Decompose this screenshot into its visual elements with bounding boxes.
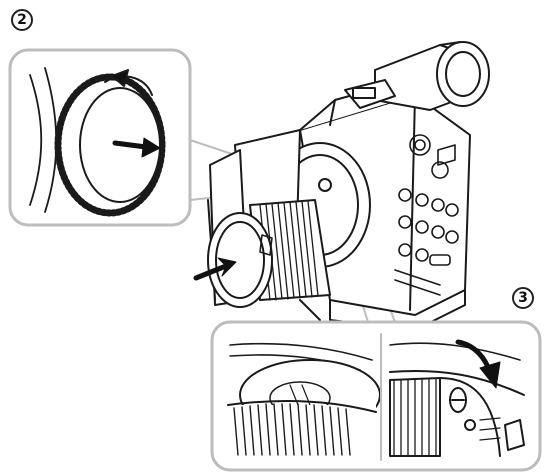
inset-step-3 — [212, 322, 540, 470]
viewfinder — [345, 42, 489, 110]
inset-3-alignment — [228, 338, 380, 456]
inset-step-2 — [10, 50, 190, 225]
inset-3-rotation — [386, 338, 526, 456]
